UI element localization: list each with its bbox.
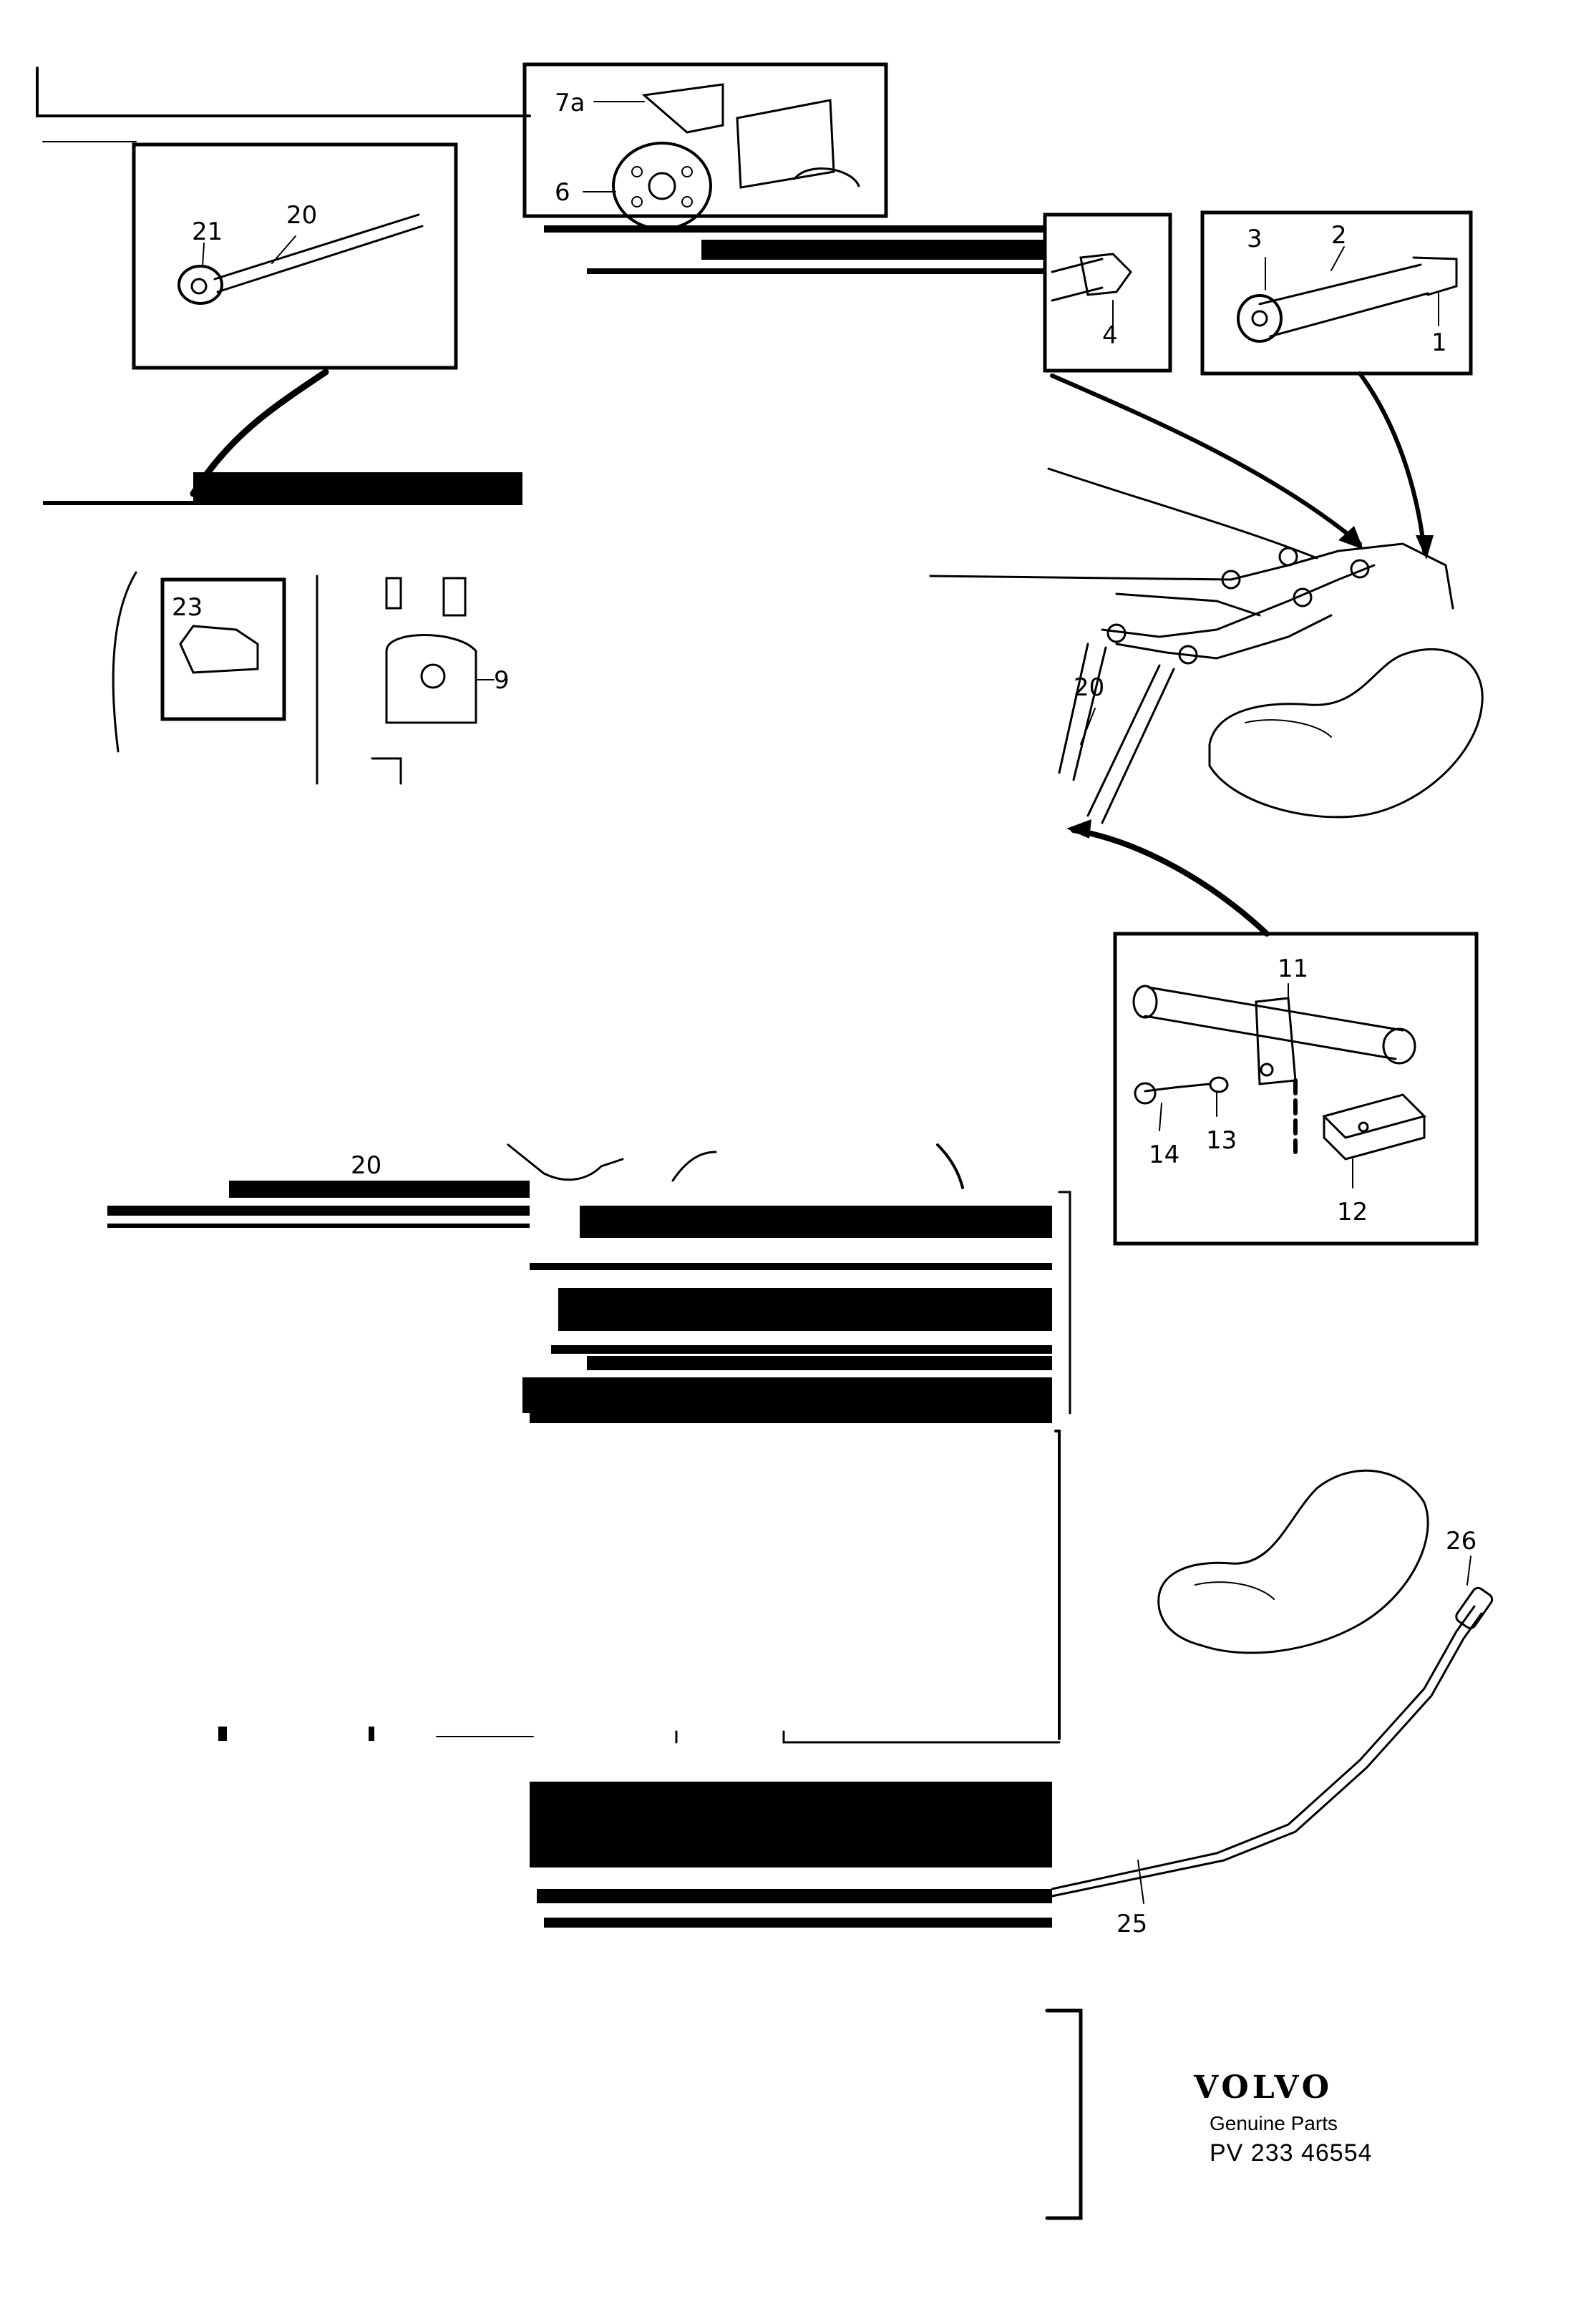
callout-13: 13 bbox=[1206, 1126, 1237, 1155]
callout-9: 9 bbox=[494, 666, 510, 695]
callout-11: 11 bbox=[1278, 954, 1308, 983]
callout-6: 6 bbox=[555, 178, 570, 207]
scan-artefacts bbox=[43, 225, 1052, 1928]
pipe-assembly bbox=[929, 467, 1454, 824]
inset-clamp-bushing bbox=[522, 62, 888, 218]
leader-arrow bbox=[1071, 827, 1270, 937]
part-number: PV 233 46554 bbox=[1210, 2139, 1373, 2167]
callout-7a: 7a bbox=[555, 89, 585, 117]
callout-labels: 7a 6 21 20 4 3 2 1 23 9 20 11 14 13 12 2… bbox=[172, 89, 1476, 1938]
leader-arrow bbox=[1050, 374, 1362, 546]
callout-25: 25 bbox=[1116, 1910, 1147, 1938]
callout-21: 21 bbox=[192, 218, 223, 246]
genuine-parts-label: Genuine Parts bbox=[1210, 2112, 1338, 2134]
frame-corner bbox=[36, 67, 531, 117]
callout-12: 12 bbox=[1337, 1198, 1368, 1226]
callout-20-mid: 20 bbox=[351, 1151, 381, 1180]
sender-line bbox=[1051, 1586, 1494, 1898]
inset-clip-23 bbox=[160, 577, 286, 721]
callout-23: 23 bbox=[172, 593, 203, 622]
fuel-line-pipe bbox=[177, 213, 424, 305]
callout-3: 3 bbox=[1247, 225, 1263, 253]
callout-2: 2 bbox=[1331, 221, 1347, 250]
callout-20: 20 bbox=[286, 201, 317, 230]
fuel-tank-lower bbox=[1157, 1469, 1429, 1654]
callout-20-main: 20 bbox=[1074, 673, 1104, 702]
sender-unit bbox=[1455, 1586, 1494, 1629]
inset-clip bbox=[1043, 213, 1172, 373]
leader-arrow bbox=[1358, 371, 1426, 553]
bushing-drawing bbox=[612, 83, 860, 230]
callout-1: 1 bbox=[1431, 328, 1447, 357]
callout-4: 4 bbox=[1102, 321, 1118, 350]
volvo-logo: VOLVO bbox=[1194, 2069, 1333, 2106]
clamp-bolt-drawing bbox=[1132, 985, 1426, 1161]
callout-26: 26 bbox=[1446, 1527, 1476, 1556]
callout-14: 14 bbox=[1149, 1141, 1179, 1169]
hose-drawing bbox=[1237, 256, 1458, 343]
inset-clamp-bolt bbox=[1113, 932, 1479, 1246]
union-nut bbox=[177, 265, 223, 305]
fuel-tank-upper bbox=[1208, 648, 1484, 819]
inset-fuel-line bbox=[132, 142, 458, 370]
bushing-9 bbox=[385, 634, 477, 724]
inset-hose bbox=[1200, 210, 1473, 376]
